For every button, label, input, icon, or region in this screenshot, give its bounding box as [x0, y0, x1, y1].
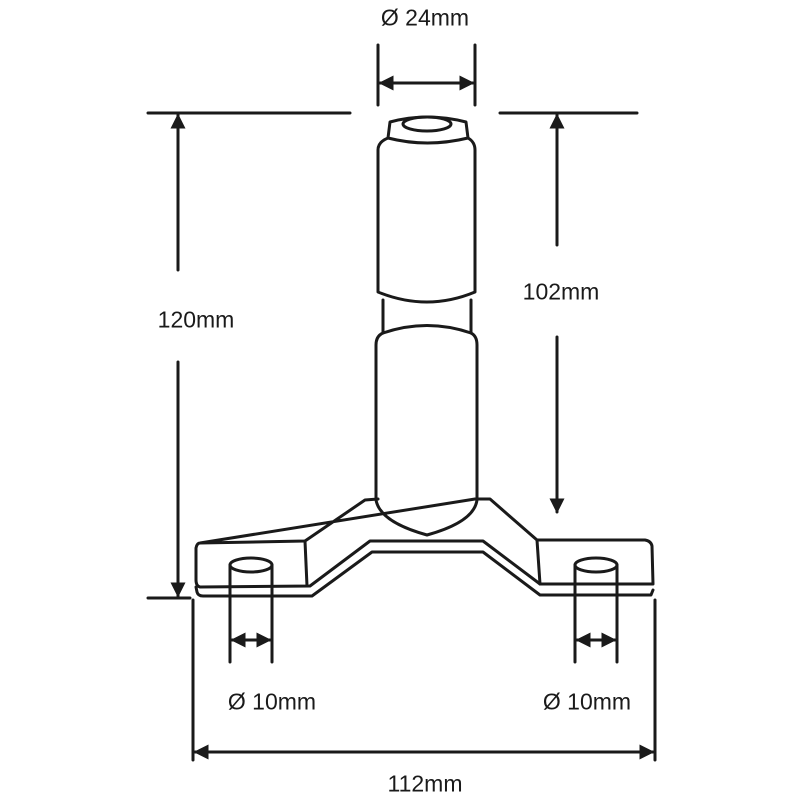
dimension-lines [146, 43, 657, 762]
base-plate [194, 497, 655, 598]
overall-width-label: 112mm [387, 770, 463, 797]
right-hole-pin [573, 556, 619, 664]
left-hole-diameter-label: Ø 10mm [227, 688, 317, 715]
pin [374, 115, 479, 537]
pin-height-label: 102mm [522, 278, 600, 305]
right-hole-diameter-label: Ø 10mm [542, 688, 632, 715]
overall-height-label: 120mm [157, 306, 235, 333]
top-diameter-label: Ø 24mm [380, 4, 470, 31]
left-hole-pin [228, 556, 274, 664]
